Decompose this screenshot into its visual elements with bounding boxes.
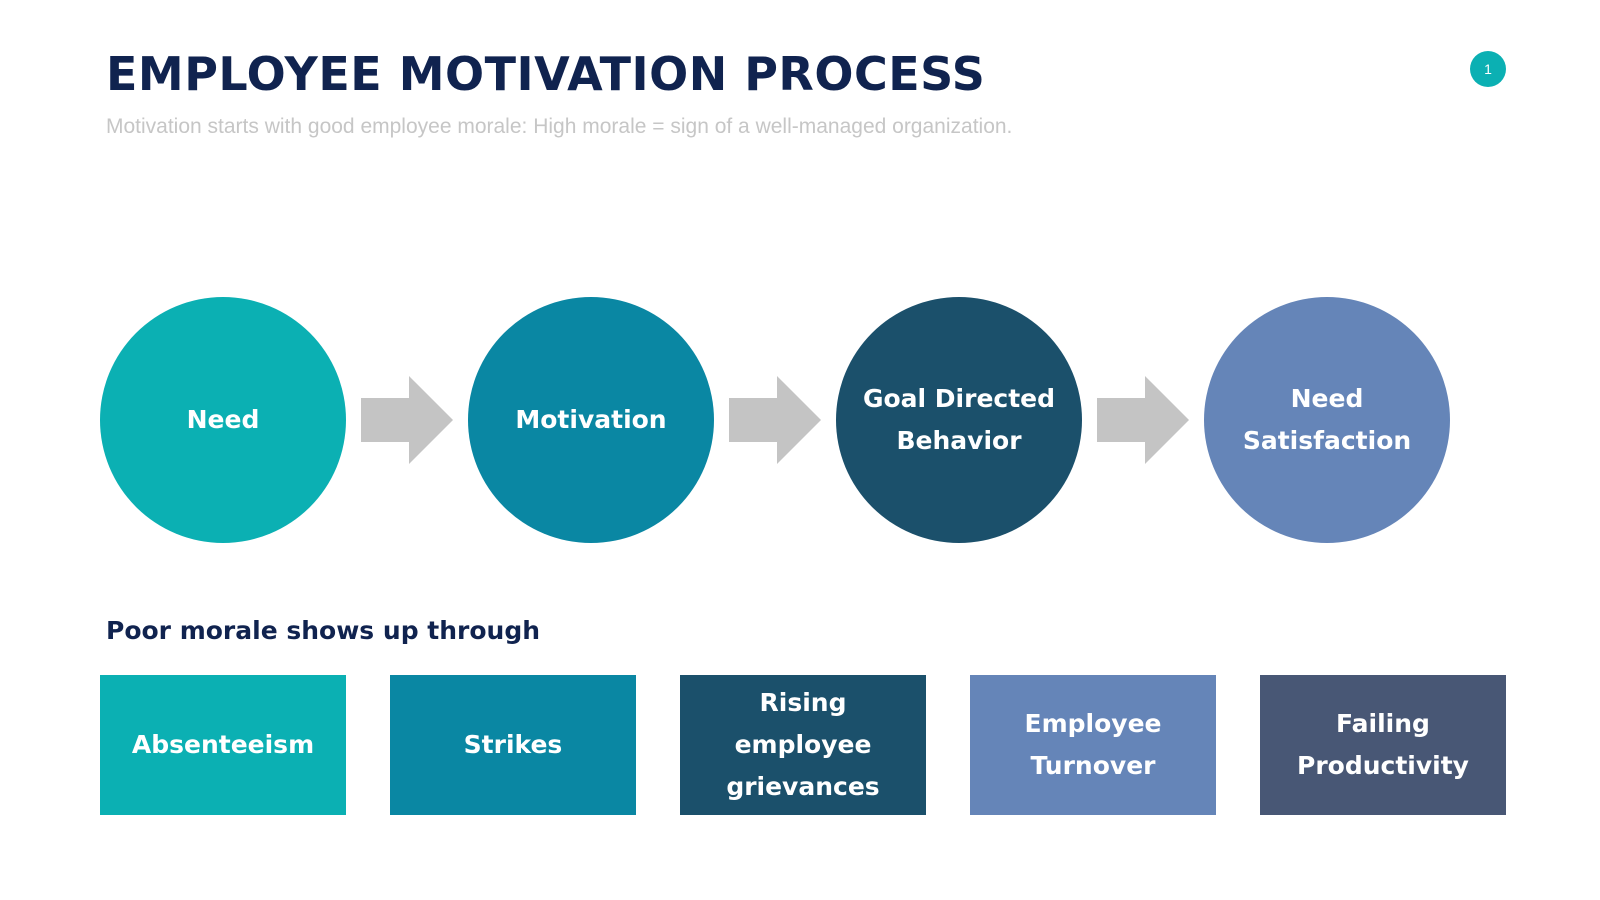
morale-heading: Poor morale shows up through bbox=[106, 616, 541, 645]
process-step-need: Need bbox=[100, 297, 346, 543]
morale-item-failing-productivity: Failing Productivity bbox=[1260, 675, 1506, 815]
process-step-goal-directed-behavior: Goal Directed Behavior bbox=[836, 297, 1082, 543]
process-step-motivation: Motivation bbox=[468, 297, 714, 543]
morale-item-absenteeism: Absenteeism bbox=[100, 675, 346, 815]
page-subtitle: Motivation starts with good employee mor… bbox=[106, 115, 1013, 138]
morale-item-rising-grievances: Rising employee grievances bbox=[680, 675, 926, 815]
arrow-right-icon bbox=[1097, 376, 1189, 464]
arrow-right-icon bbox=[361, 376, 453, 464]
process-step-need-satisfaction: Need Satisfaction bbox=[1204, 297, 1450, 543]
page-title: EMPLOYEE MOTIVATION PROCESS bbox=[106, 47, 986, 101]
morale-item-strikes: Strikes bbox=[390, 675, 636, 815]
morale-item-employee-turnover: Employee Turnover bbox=[970, 675, 1216, 815]
arrow-right-icon bbox=[729, 376, 821, 464]
page-number-badge: 1 bbox=[1470, 51, 1506, 87]
